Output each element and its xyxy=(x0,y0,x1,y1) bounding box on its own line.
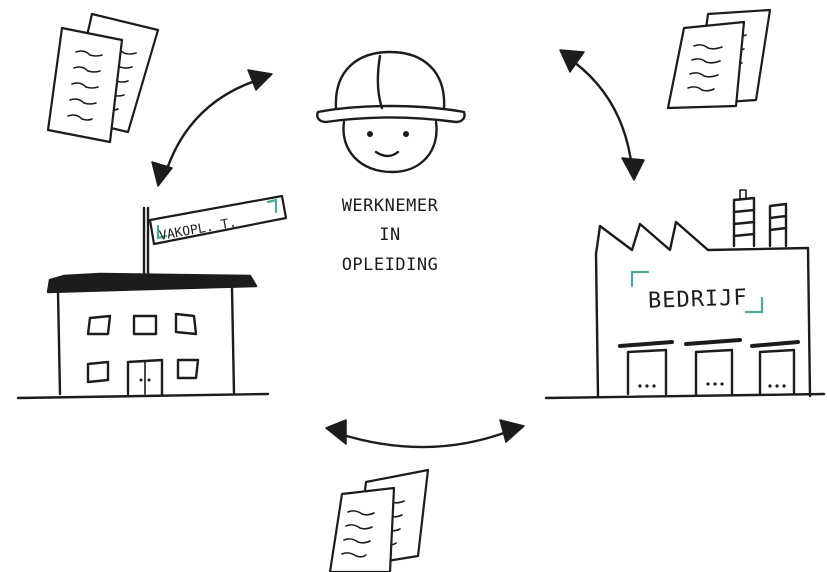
hard-hat-worker-icon xyxy=(317,52,464,172)
worker-label-line1: WERKNEMER xyxy=(342,196,439,216)
company-sign-text: BEDRIJF xyxy=(648,285,749,313)
school-building-icon: VAKOPL. T. xyxy=(18,196,286,398)
double-arrow-icon-school-worker xyxy=(152,70,272,186)
worker-label-line3: OPLEIDING xyxy=(342,255,439,275)
factory-icon: BEDRIJF xyxy=(546,190,824,398)
double-arrow-icon-worker-company xyxy=(560,50,644,180)
document-stack-icon-top-right xyxy=(668,10,770,108)
document-stack-icon-top-left xyxy=(48,14,158,142)
worker-label-line2: IN xyxy=(379,225,400,245)
document-stack-icon-bottom xyxy=(330,470,428,572)
double-arrow-icon-school-company xyxy=(326,420,524,447)
